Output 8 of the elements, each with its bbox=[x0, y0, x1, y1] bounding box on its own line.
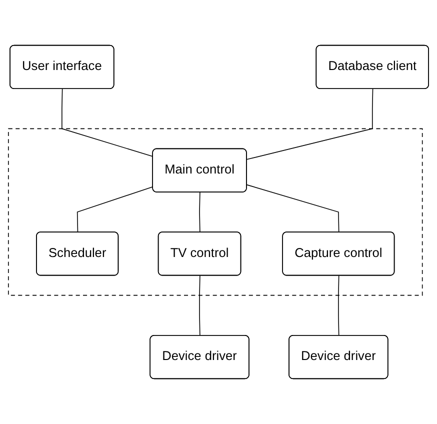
cluster bbox=[8, 128, 423, 296]
connector bbox=[199, 192, 200, 233]
connector bbox=[246, 88, 374, 160]
connector bbox=[62, 88, 154, 157]
connector bbox=[246, 184, 340, 233]
connector bbox=[199, 275, 200, 336]
connector bbox=[76, 186, 154, 233]
connector bbox=[338, 275, 340, 336]
